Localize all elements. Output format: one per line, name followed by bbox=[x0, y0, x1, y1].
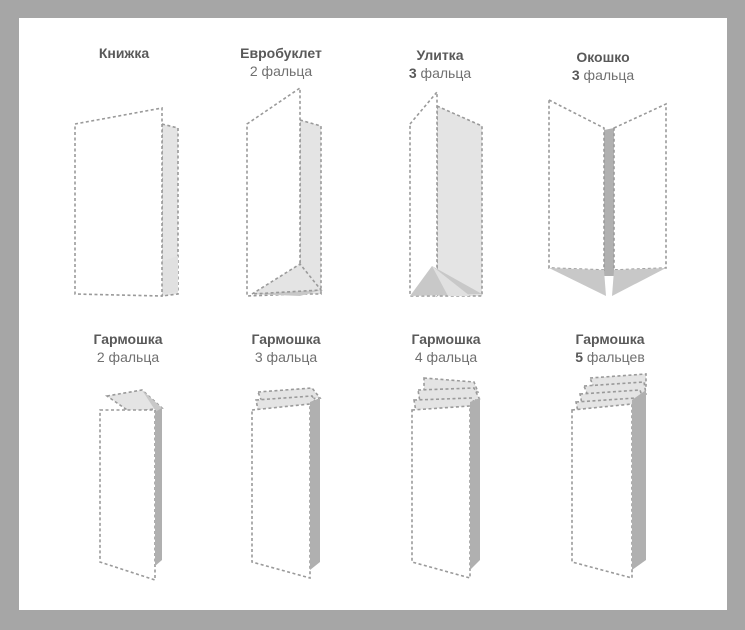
fold-label-knizhka: Книжка bbox=[54, 44, 194, 62]
fold-count: 3 фальца bbox=[571, 67, 635, 83]
fold-diagram-eurobooklet bbox=[246, 86, 323, 297]
fold-title: Гармошка bbox=[411, 331, 481, 347]
fold-count: 5 фальцев bbox=[575, 349, 645, 365]
fold-label-garmoshka-4: Гармошка 4 фальца bbox=[376, 330, 516, 366]
fold-title: Гармошка bbox=[93, 331, 163, 347]
fold-title: Окошко bbox=[576, 49, 630, 65]
fold-label-garmoshka-2: Гармошка 2 фальца bbox=[58, 330, 198, 366]
fold-diagram-garmoshka-3 bbox=[251, 387, 322, 580]
fold-title: Улитка bbox=[416, 47, 464, 63]
fold-label-garmoshka-3: Гармошка 3 фальца bbox=[216, 330, 356, 366]
fold-diagram-garmoshka-2 bbox=[99, 389, 164, 582]
fold-diagram-garmoshka-4 bbox=[411, 377, 482, 580]
fold-label-ulitka: Улитка 3 фальца bbox=[370, 46, 510, 82]
fold-count: 2 фальца bbox=[96, 349, 160, 365]
fold-count: 3 фальца bbox=[408, 65, 472, 81]
fold-title: Гармошка bbox=[251, 331, 321, 347]
fold-title: Гармошка bbox=[575, 331, 645, 347]
fold-diagram-okoshko bbox=[548, 98, 667, 296]
fold-count: 4 фальца bbox=[414, 349, 478, 365]
fold-title: Книжка bbox=[98, 45, 150, 61]
fold-diagram-garmoshka-5 bbox=[571, 373, 647, 580]
fold-title: Евробуклет bbox=[240, 45, 322, 61]
fold-count: 3 фальца bbox=[254, 349, 318, 365]
fold-diagram-knizhka bbox=[74, 107, 179, 297]
fold-count: 2 фальца bbox=[249, 63, 313, 79]
fold-label-okoshko: Окошко 3 фальца bbox=[533, 48, 673, 84]
fold-diagram-ulitka bbox=[409, 89, 483, 297]
fold-label-eurobooklet: Евробуклет 2 фальца bbox=[211, 44, 351, 80]
fold-label-garmoshka-5: Гармошка 5 фальцев bbox=[540, 330, 680, 366]
